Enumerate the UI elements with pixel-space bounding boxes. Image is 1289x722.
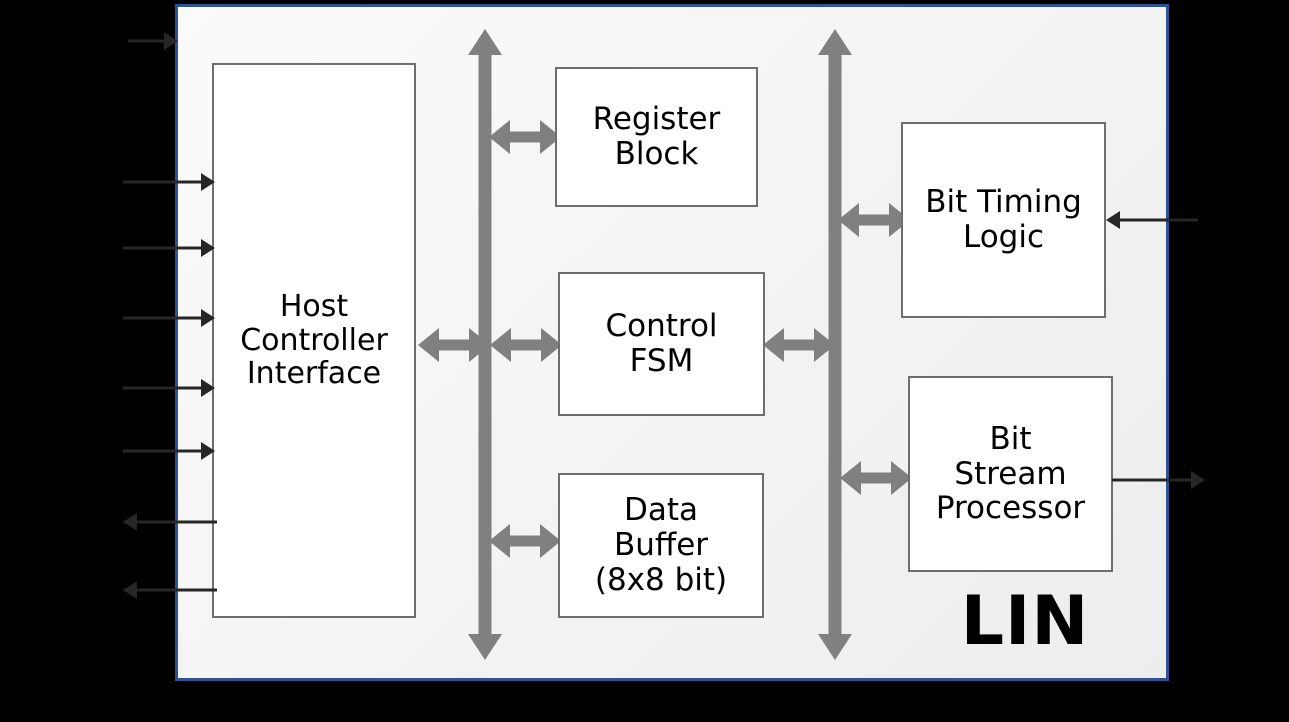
bidirectional-arrow-host-controller-bus bbox=[418, 328, 490, 362]
arrow-head-icon bbox=[123, 581, 137, 599]
output-arrow-0 bbox=[123, 513, 217, 531]
output-arrow-1 bbox=[123, 581, 217, 599]
arrow-bar bbox=[506, 339, 546, 351]
bidirectional-arrow-control-fsm-bus-right bbox=[763, 328, 835, 362]
block-control-fsm[interactable]: Control FSM bbox=[558, 272, 765, 416]
arrow-head-icon bbox=[201, 173, 215, 191]
arrow-head-left-icon bbox=[490, 328, 511, 362]
bidirectional-arrow-bus-bit-timing-logic bbox=[838, 203, 910, 237]
arrow-head-left-icon bbox=[418, 328, 439, 362]
block-host-controller-interface[interactable]: Host Controller Interface bbox=[212, 63, 416, 618]
arrow-bar bbox=[434, 339, 474, 351]
block-label: Data Buffer (8x8 bit) bbox=[594, 492, 728, 598]
bus-arrow-up-icon bbox=[468, 29, 502, 55]
arrow-bar bbox=[856, 472, 896, 484]
arrow-line bbox=[123, 449, 202, 453]
block-label: Register Block bbox=[592, 101, 721, 172]
arrow-line bbox=[123, 180, 202, 184]
arrow-line bbox=[123, 386, 202, 390]
arrow-head-icon bbox=[201, 239, 215, 257]
arrow-head-left-icon bbox=[489, 524, 510, 558]
block-register-block[interactable]: Register Block bbox=[555, 67, 758, 207]
block-label: Bit Timing Logic bbox=[925, 184, 1082, 255]
arrow-line bbox=[136, 520, 217, 524]
arrow-head-left-icon bbox=[840, 461, 861, 495]
arrow-head-left-icon bbox=[489, 120, 510, 154]
arrow-head-right-icon bbox=[469, 328, 490, 362]
vertical-bus-right bbox=[811, 29, 859, 660]
arrow-head-left-icon bbox=[838, 203, 859, 237]
arrow-head-icon bbox=[1106, 211, 1120, 229]
bus-shaft bbox=[828, 53, 842, 636]
block-bit-timing-logic[interactable]: Bit Timing Logic bbox=[901, 122, 1106, 318]
arrow-head-icon bbox=[201, 309, 215, 327]
input-arrow-4 bbox=[123, 379, 215, 397]
block-label: Bit Stream Processor bbox=[935, 420, 1086, 527]
bus-arrow-down-icon bbox=[818, 634, 852, 660]
block-bit-stream-processor[interactable]: Bit Stream Processor bbox=[908, 376, 1113, 572]
arrow-head-icon bbox=[201, 379, 215, 397]
bidirectional-arrow-bus-data-buffer bbox=[489, 524, 561, 558]
arrow-bar bbox=[505, 131, 545, 143]
arrow-line bbox=[136, 588, 217, 592]
input-arrow-0 bbox=[128, 32, 178, 50]
input-arrow-2 bbox=[123, 239, 215, 257]
lin-wordmark-label: LIN bbox=[960, 582, 1090, 661]
input-arrow-3 bbox=[123, 309, 215, 327]
arrow-bar bbox=[854, 214, 894, 226]
bidirectional-arrow-bus-control-fsm bbox=[490, 328, 562, 362]
arrow-head-right-icon bbox=[891, 461, 912, 495]
bidirectional-arrow-bus-register-block bbox=[489, 120, 561, 154]
arrow-line bbox=[1119, 218, 1198, 222]
arrow-head-right-icon bbox=[814, 328, 835, 362]
arrow-head-icon bbox=[123, 513, 137, 531]
arrow-line bbox=[123, 316, 202, 320]
arrow-head-right-icon bbox=[541, 328, 562, 362]
arrow-head-icon bbox=[201, 442, 215, 460]
arrow-head-icon bbox=[1191, 471, 1205, 489]
bus-arrow-up-icon bbox=[818, 29, 852, 55]
arrow-head-left-icon bbox=[763, 328, 784, 362]
bidirectional-arrow-bus-bit-stream-processor bbox=[840, 461, 912, 495]
arrow-bar bbox=[505, 535, 545, 547]
arrow-bar bbox=[779, 339, 819, 351]
arrow-line bbox=[128, 39, 165, 43]
arrow-head-right-icon bbox=[540, 524, 561, 558]
arrow-line bbox=[123, 246, 202, 250]
input-arrow-right-0 bbox=[1106, 211, 1198, 229]
block-label: Control FSM bbox=[605, 308, 718, 379]
arrow-head-icon bbox=[164, 32, 178, 50]
input-arrow-1 bbox=[123, 173, 215, 191]
block-data-buffer[interactable]: Data Buffer (8x8 bit) bbox=[558, 473, 764, 618]
bus-arrow-down-icon bbox=[468, 634, 502, 660]
block-label: Host Controller Interface bbox=[240, 289, 388, 392]
arrow-line bbox=[1112, 478, 1192, 482]
output-arrow-right-0 bbox=[1112, 471, 1205, 489]
input-arrow-5 bbox=[123, 442, 215, 460]
